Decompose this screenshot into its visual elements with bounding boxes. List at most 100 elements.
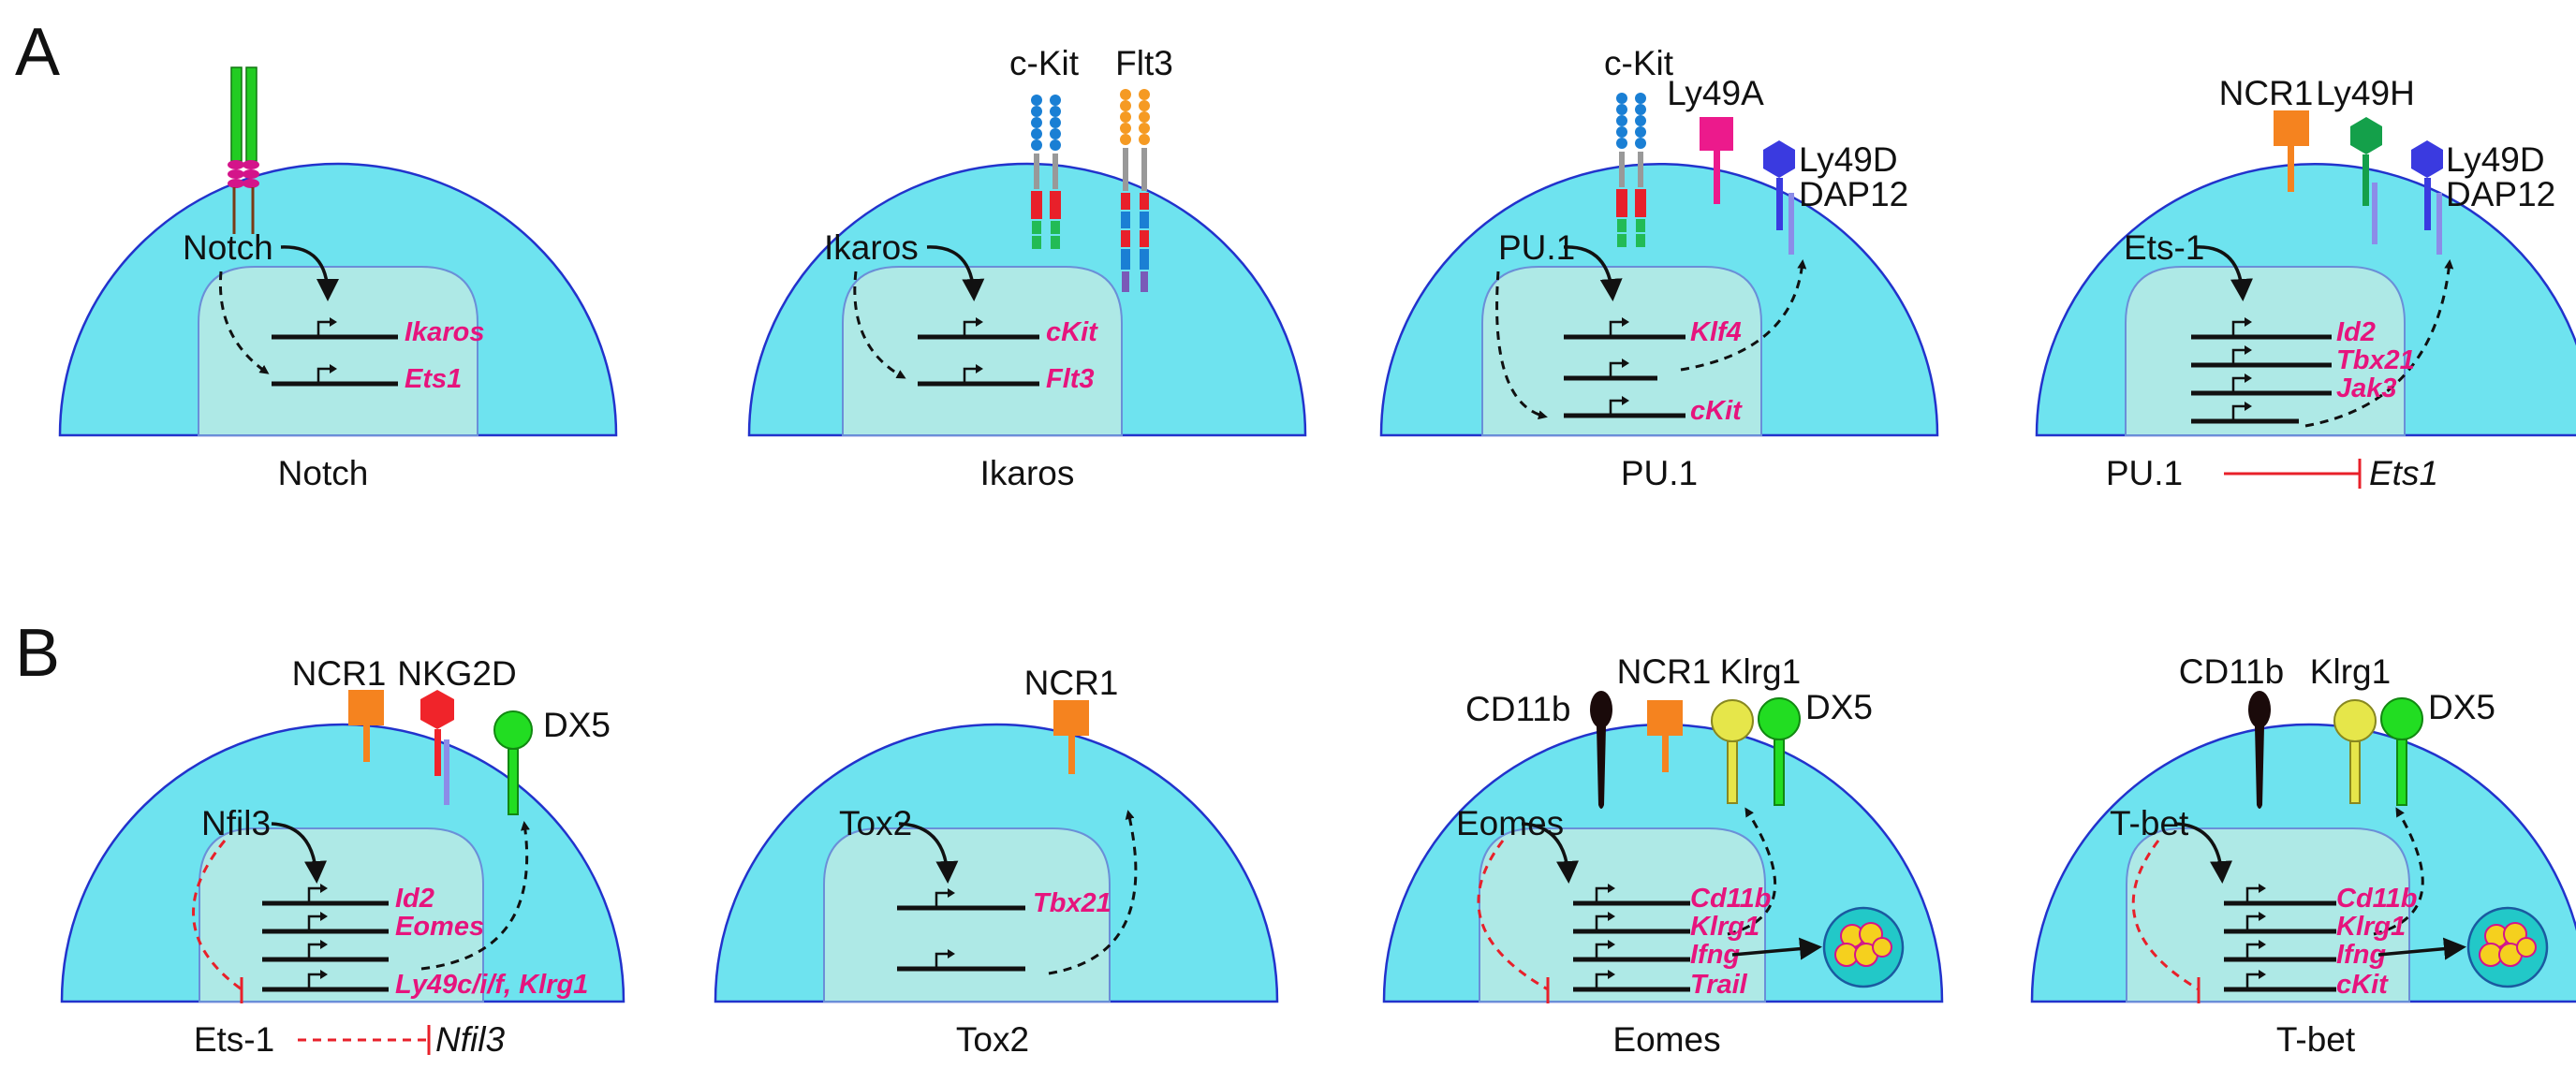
panel-label-b: B (15, 616, 60, 691)
cd11b-receptor (2248, 691, 2271, 809)
cell-caption: Ets1 (2369, 454, 2438, 492)
ncr1-receptor (2274, 110, 2309, 192)
gene-locus (2191, 315, 2332, 340)
gene-label: Tbx21 (1033, 888, 1111, 918)
tf-label: PU.1 (1498, 228, 1575, 267)
cell-nucleus (1479, 827, 1766, 1003)
ly49d-receptor (1763, 140, 1795, 255)
klrg1-receptor (2333, 699, 2377, 804)
receptor-label: Ly49D (2446, 140, 2545, 179)
gene-locus (2224, 938, 2336, 962)
receptor-label: NCR1 (292, 654, 387, 693)
inhibition-bar-icon (2224, 459, 2362, 489)
ckit-receptor (1031, 95, 1061, 249)
gene-locus (1573, 910, 1690, 934)
receptor-label: NCR1 (1617, 652, 1712, 691)
nkg2d-receptor (420, 690, 454, 805)
gene-label: Jak3 (2336, 373, 2397, 403)
gene-locus (1564, 315, 1685, 340)
cell-caption: T-bet (2276, 1020, 2356, 1059)
gene-label: Klrg1 (1690, 912, 1759, 942)
dx5-receptor (2380, 697, 2423, 806)
receptor-label: Ly49D (1799, 140, 1898, 179)
gene-locus (2224, 968, 2336, 992)
gene-label: cKit (1046, 317, 1098, 347)
gene-locus (1564, 394, 1685, 418)
cell-caption: Nfil3 (435, 1020, 505, 1059)
cell-b1: NCR1 NKG2D DX5 Nfil3 Id2 Eomes (60, 654, 626, 1059)
ncr1-receptor (1647, 700, 1683, 772)
cell-caption: Ikaros (980, 454, 1075, 492)
gene-locus (1573, 968, 1690, 992)
gene-locus (1573, 882, 1690, 906)
receptor-label: NCR1 (1024, 664, 1119, 702)
flt3-receptor (1120, 89, 1150, 292)
receptor-label: c-Kit (1009, 44, 1080, 82)
gene-locus (272, 362, 398, 387)
gene-label: cKit (2336, 970, 2389, 1000)
gene-label: Ets1 (405, 364, 462, 394)
gene-locus (262, 882, 389, 906)
cell-a4: NCR1 Ly49H Ly49D DAP12 Ets-1 Id2 Tbx21 (2035, 74, 2576, 492)
gene-locus (262, 968, 389, 992)
tf-label: Ikaros (824, 228, 919, 267)
gene-label: cKit (1690, 396, 1743, 426)
cell-caption: Ets-1 (194, 1020, 274, 1059)
ckit-receptor (1616, 93, 1646, 247)
ly49d-receptor (2411, 140, 2443, 255)
gene-locus (918, 315, 1039, 340)
ncr1-receptor (1053, 700, 1089, 774)
receptor-label: DX5 (1805, 688, 1873, 726)
gene-locus (897, 886, 1025, 911)
tf-label: Nfil3 (201, 804, 271, 842)
gene-locus (262, 938, 389, 962)
cell-nucleus (198, 266, 478, 436)
ly49h-receptor (2350, 117, 2382, 244)
cell-nucleus (842, 266, 1123, 436)
receptor-label: DX5 (543, 706, 611, 744)
gene-locus (2191, 372, 2332, 396)
gene-locus (918, 362, 1039, 387)
cell-b3: CD11b NCR1 Klrg1 DX5 Eomes Cd11b Klr (1382, 652, 1944, 1059)
cell-b4: CD11b Klrg1 DX5 T-bet Cd11b Klrg1 If (2030, 652, 2576, 1059)
gene-label: Tbx21 (2336, 345, 2415, 375)
tf-label: Ets-1 (2124, 228, 2204, 267)
klrg1-receptor (1711, 699, 1754, 804)
gene-locus (2191, 400, 2299, 424)
gene-label: Ifng (2336, 940, 2386, 970)
tf-label: Notch (183, 228, 273, 267)
gene-locus (1573, 938, 1690, 962)
receptor-label: NKG2D (397, 654, 516, 693)
panel-label-a: A (15, 15, 60, 90)
tf-label: Eomes (1456, 804, 1564, 842)
gene-label: Eomes (395, 912, 484, 942)
cell-caption: PU.1 (1621, 454, 1698, 492)
receptor-label: CD11b (1465, 690, 1570, 728)
cell-a1: Notch Ikaros Ets1 Notch (58, 66, 618, 492)
dx5-receptor (493, 710, 533, 815)
cell-caption: PU.1 (2106, 454, 2183, 492)
gene-locus (272, 315, 398, 340)
gene-label: Id2 (2336, 317, 2376, 347)
cell-nucleus (1481, 266, 1762, 436)
inhibition-bar-icon (298, 1025, 431, 1055)
gene-label: Cd11b (1690, 884, 1771, 914)
cell-nucleus (823, 827, 1111, 1003)
receptor-label: CD11b (2179, 652, 2284, 691)
receptor-label: Ly49A (1667, 74, 1764, 112)
receptor-label: DAP12 (2446, 175, 2555, 213)
gene-label: Trail (1690, 970, 1748, 1000)
ncr1-receptor (348, 690, 384, 762)
cell-caption: Eomes (1612, 1020, 1720, 1059)
gene-locus (897, 947, 1025, 972)
receptor-label: NCR1 (2219, 74, 2314, 112)
dx5-receptor (1758, 697, 1801, 806)
cell-a2: c-Kit Flt3 Ikaros (747, 44, 1307, 492)
gene-locus (2224, 910, 2336, 934)
gene-locus (2224, 882, 2336, 906)
cell-b2: NCR1 Tox2 Tbx21 Tox2 (714, 664, 1279, 1059)
cell-a3: c-Kit Ly49A Ly49D DAP12 PU.1 (1379, 44, 1939, 492)
gene-label: Klf4 (1690, 317, 1742, 347)
ly49a-receptor (1700, 117, 1733, 204)
gene-label: Ikaros (405, 317, 484, 347)
